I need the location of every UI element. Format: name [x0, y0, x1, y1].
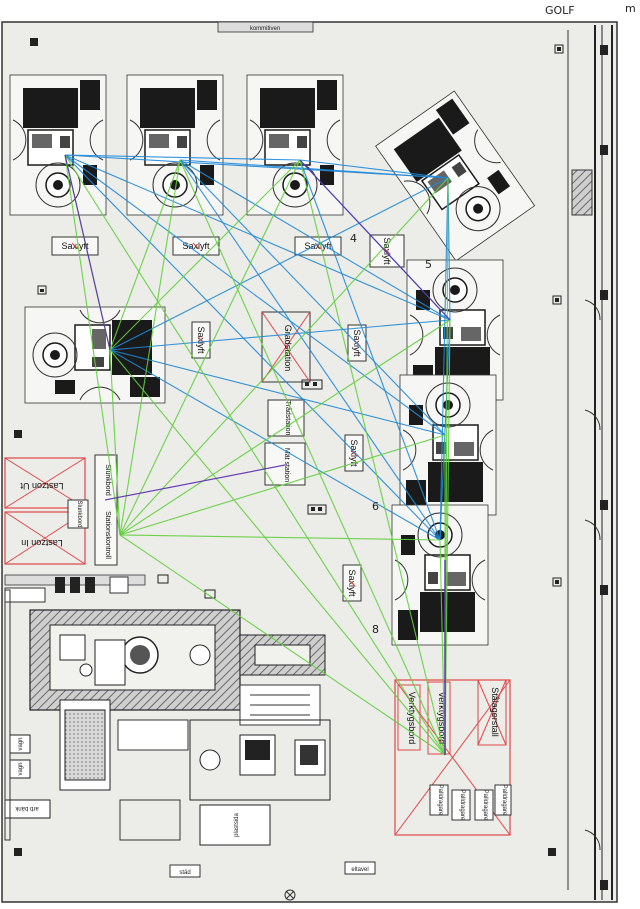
palldragare-label-3: Palldragare [482, 790, 488, 821]
lastzon-in-label: Lastzon In [21, 538, 63, 548]
route-line [299, 159, 441, 541]
lastzon-ut-label: Lastzon Ut [20, 481, 64, 491]
route-line [439, 177, 449, 541]
route-line [299, 159, 449, 179]
palldragare-label-1: Palldragare [437, 785, 443, 816]
gradstation-label: Gradstation [283, 325, 293, 372]
slunkbord-box-2 [67, 499, 89, 529]
route-lines-layer [64, 154, 451, 756]
machine-icon [246, 74, 344, 216]
hand-number-6: 6 [372, 500, 379, 513]
route-line [179, 159, 451, 321]
route-line [119, 159, 301, 536]
machine-icon [24, 306, 166, 404]
slunkbord-label: Slunkbord [104, 464, 111, 496]
top-strip-label: kommitiven [250, 26, 280, 32]
route-line [119, 159, 181, 536]
square-marker-icon [30, 38, 38, 46]
vagn-label-1: vagn [18, 737, 24, 750]
right-wall [567, 25, 613, 900]
mat-station-box [264, 442, 306, 486]
slunkbord-box [94, 454, 118, 566]
route-line [179, 159, 449, 179]
palldragare-label-2: Palldragare [459, 790, 465, 821]
route-line [299, 159, 451, 321]
verktygsbord-label-2: Verktygsbord [437, 692, 447, 745]
lastzon-ut [4, 457, 86, 509]
route-line [119, 534, 441, 541]
route-line [119, 177, 449, 536]
machine-icon [126, 74, 224, 216]
left-markers [14, 38, 564, 856]
route-line [64, 154, 446, 756]
square-marker-icon [600, 290, 608, 300]
route-line [109, 349, 446, 436]
square-marker-icon [600, 45, 608, 55]
mat-station-label: Mät station [283, 448, 290, 482]
stallagerstall-label: Stålagerstall [490, 687, 500, 737]
corner-text: GOLF [545, 4, 575, 17]
square-marker-icon [600, 500, 608, 510]
bottom-label-2: eltavel [351, 867, 368, 873]
machine-icon [375, 90, 536, 262]
hatch-pattern-icon [571, 169, 593, 216]
hand-number-8: 8 [372, 623, 379, 636]
verktygsbord-label-1: Verktygsbord [407, 692, 417, 745]
route-line [119, 434, 446, 536]
arbetsbank-label: arb bänk [14, 805, 38, 811]
route-line [109, 349, 446, 756]
route-line [64, 154, 451, 321]
route-line [119, 534, 446, 756]
route-line [119, 319, 451, 536]
square-marker-icon [600, 880, 608, 890]
vagn-label-2: vagn [18, 762, 24, 775]
corner-mark: m [625, 2, 636, 15]
route-line [439, 539, 446, 756]
route-line [64, 154, 301, 161]
route-line [64, 154, 121, 536]
route-line [179, 159, 446, 436]
square-marker-icon [14, 430, 22, 438]
palldragare-label-4: Palldragare [501, 785, 507, 816]
route-line [64, 154, 111, 351]
bottom-label-1: städ [179, 870, 190, 876]
route-line [109, 349, 121, 536]
hand-number-5: 5 [425, 258, 432, 271]
route-line [179, 159, 441, 541]
route-line [109, 159, 301, 351]
route-line [109, 177, 449, 351]
trad-station-box [267, 399, 305, 437]
route-line [104, 464, 286, 501]
tool-area [394, 679, 512, 836]
route-line [439, 319, 451, 541]
slunkbord-label-2: Slunkbord [76, 500, 82, 527]
route-line [179, 159, 446, 756]
saxlyft-layer: SaxlyftSaxlyftSaxlyftSaxlyftSaxlyftSaxly… [51, 234, 405, 602]
trad-station-label: Trådstation [284, 401, 292, 436]
route-line [109, 159, 181, 351]
production-cell [4, 574, 376, 901]
machine-icon [9, 74, 107, 216]
square-marker-icon [600, 145, 608, 155]
square-marker-icon [554, 44, 564, 54]
hand-number-4: 4 [350, 232, 357, 245]
plastsida-label: plastsida [234, 813, 240, 837]
machine-icon [391, 504, 489, 646]
square-marker-icon [600, 585, 608, 595]
route-line [299, 159, 446, 756]
stationskontroll-label: Stationskontroll [104, 511, 111, 559]
top-strip [217, 21, 314, 33]
route-line [109, 319, 451, 351]
machines-layer [9, 74, 536, 646]
route-line [64, 154, 446, 436]
square-marker-icon [37, 285, 47, 295]
